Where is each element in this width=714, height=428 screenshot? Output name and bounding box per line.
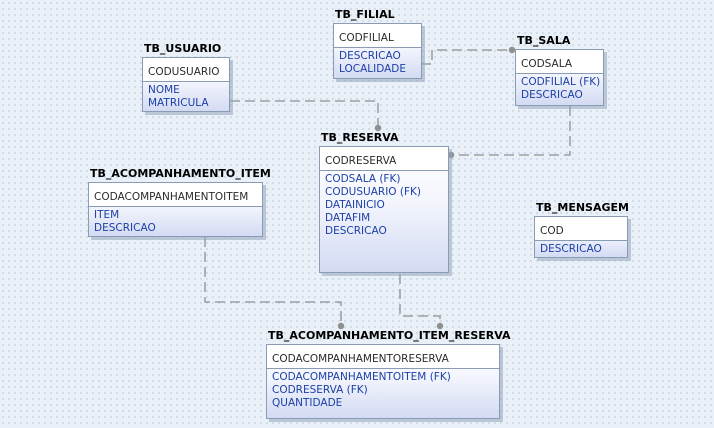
attribute: CODFILIAL (FK) [521, 76, 601, 88]
entity-tb-acompanhamento-item[interactable]: TB_ACOMPANHAMENTO_ITEM CODACOMPANHAMENTO… [88, 167, 271, 237]
attribute: NOME [148, 84, 180, 96]
entity-title: TB_ACOMPANHAMENTO_ITEM_RESERVA [268, 329, 511, 342]
entity-tb-filial[interactable]: TB_FILIAL CODFILIAL DESCRICAO LOCALIDADE [333, 8, 422, 79]
attribute-section: CODFILIAL (FK) DESCRICAO [516, 74, 603, 104]
attribute: CODACOMPANHAMENTOITEM (FK) [272, 371, 451, 383]
entity-tb-mensagem[interactable]: TB_MENSAGEM COD DESCRICAO [534, 201, 629, 258]
attribute: CODRESERVA (FK) [272, 384, 368, 396]
rel-sala-reserva [450, 106, 571, 156]
pk-attribute: COD [540, 225, 564, 237]
attribute: CODSALA (FK) [325, 173, 401, 185]
rel-reserva-acompreserva [399, 274, 441, 326]
entity-title: TB_ACOMPANHAMENTO_ITEM [90, 167, 271, 180]
pk-section: CODACOMPANHAMENTORESERVA [267, 345, 499, 369]
attribute: DESCRICAO [339, 50, 401, 62]
pk-attribute: CODUSUARIO [148, 66, 220, 78]
attribute: LOCALIDADE [339, 63, 407, 75]
entity-tb-acompanhamento-item-reserva[interactable]: TB_ACOMPANHAMENTO_ITEM_RESERVA CODACOMPA… [266, 329, 511, 419]
pk-attribute: CODACOMPANHAMENTORESERVA [272, 353, 449, 365]
attribute: DESCRICAO [540, 243, 602, 255]
pk-section: CODRESERVA [320, 147, 448, 171]
pk-attribute: CODFILIAL [339, 32, 394, 44]
attribute-section: ITEM DESCRICAO [89, 207, 262, 237]
attribute: DESCRICAO [521, 89, 583, 101]
entity-title: TB_RESERVA [321, 131, 399, 144]
attribute: DESCRICAO [94, 222, 156, 234]
attribute: CODUSUARIO (FK) [325, 186, 422, 198]
entity-box: CODACOMPANHAMENTORESERVA CODACOMPANHAMEN… [266, 344, 500, 419]
pk-attribute: CODACOMPANHAMENTOITEM [94, 191, 249, 203]
attribute-section: DESCRICAO [535, 241, 627, 258]
entity-title: TB_FILIAL [335, 8, 395, 21]
pk-section: CODSALA [516, 50, 603, 74]
entity-title: TB_USUARIO [144, 42, 222, 55]
entity-title: TB_SALA [517, 34, 571, 47]
entity-box: CODRESERVA CODSALA (FK) CODUSUARIO (FK) … [319, 146, 449, 273]
entity-tb-reserva[interactable]: TB_RESERVA CODRESERVA CODSALA (FK) CODUS… [319, 131, 449, 273]
pk-attribute: CODRESERVA [325, 155, 397, 167]
entity-title: TB_MENSAGEM [536, 201, 629, 214]
attribute: MATRICULA [148, 97, 209, 109]
entity-tb-sala[interactable]: TB_SALA CODSALA CODFILIAL (FK) DESCRICAO [515, 34, 604, 106]
attribute-section: CODSALA (FK) CODUSUARIO (FK) DATAINICIO … [320, 171, 448, 240]
pk-section: CODUSUARIO [143, 58, 229, 82]
attribute-section: CODACOMPANHAMENTOITEM (FK) CODRESERVA (F… [267, 369, 499, 412]
rel-usuario-reserva [230, 100, 379, 128]
entity-tb-usuario[interactable]: TB_USUARIO CODUSUARIO NOME MATRICULA [142, 42, 230, 112]
pk-section: COD [535, 217, 627, 241]
entity-box: CODUSUARIO NOME MATRICULA [142, 57, 230, 112]
attribute: DATAINICIO [325, 199, 385, 211]
attribute: QUANTIDADE [272, 397, 343, 409]
pk-attribute: CODSALA [521, 58, 572, 70]
entity-box: CODFILIAL DESCRICAO LOCALIDADE [333, 23, 422, 79]
entity-box: CODSALA CODFILIAL (FK) DESCRICAO [515, 49, 604, 106]
attribute: ITEM [94, 209, 120, 221]
entity-box: CODACOMPANHAMENTOITEM ITEM DESCRICAO [88, 182, 263, 237]
attribute-section: NOME MATRICULA [143, 82, 229, 112]
attribute: DATAFIM [325, 212, 371, 224]
attribute-section: DESCRICAO LOCALIDADE [334, 48, 421, 78]
pk-section: CODFILIAL [334, 24, 421, 48]
pk-section: CODACOMPANHAMENTOITEM [89, 183, 262, 207]
rel-filial-sala [421, 49, 512, 65]
attribute: DESCRICAO [325, 225, 387, 237]
entity-box: COD DESCRICAO [534, 216, 628, 258]
